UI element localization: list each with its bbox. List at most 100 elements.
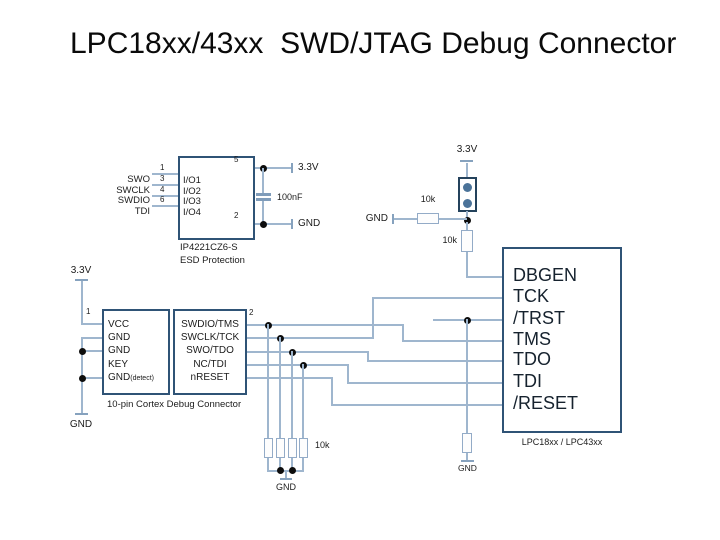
esd-io1-label: I/O1 <box>183 175 201 186</box>
pulldown-gnd-label: GND <box>276 482 296 492</box>
connector-pin-swclk-tck: SWCLK/TCK <box>180 332 240 343</box>
resistor-vertical <box>288 438 297 458</box>
chip-box <box>502 247 622 433</box>
connector-pin-swo-tdo: SWO/TDO <box>186 345 234 356</box>
connector-pin-nc-tdi: NC/TDI <box>193 359 227 370</box>
jumper-out-wire <box>466 211 468 219</box>
gnd-tick <box>461 460 474 462</box>
connector-pin-nreset: nRESET <box>190 372 230 383</box>
connector-pin-vcc: VCC <box>108 319 130 330</box>
esd-pin3-number: 3 <box>160 174 165 183</box>
connector-pin2-number: 2 <box>249 308 254 317</box>
connector-gnd-label: GND <box>69 419 93 430</box>
wire-swdio-tms <box>247 324 404 326</box>
net-label-swo: SWO <box>127 174 150 185</box>
esd-io4-label: I/O4 <box>183 207 201 218</box>
wire-nreset <box>331 404 504 406</box>
gnd-tick <box>392 214 394 224</box>
connector-pin-swdio-tms: SWDIO/TMS <box>181 319 239 330</box>
cap-wire-top <box>262 168 264 194</box>
esd-vcc-label: 3.3V <box>298 162 319 173</box>
chip-pin-reset: /RESET <box>513 393 579 413</box>
wire-swo-tdo <box>367 351 369 362</box>
esd-pin4-number: 4 <box>160 185 165 194</box>
jumper-vcc-wire <box>466 163 468 177</box>
esd-subtitle: ESD Protection <box>180 255 245 266</box>
wire-swo-tdo <box>367 360 504 362</box>
wire <box>439 218 467 220</box>
wire-swclk-tck <box>247 337 374 339</box>
resistor-vertical <box>276 438 285 458</box>
esd-io2-label: I/O2 <box>183 186 201 197</box>
pullup-gnd-label: GND <box>365 213 388 224</box>
esd-pin3-stub <box>152 184 178 186</box>
net-label-swdio: SWDIO <box>117 195 150 206</box>
esd-pin6-number: 6 <box>160 195 165 204</box>
junction-dot <box>260 221 267 228</box>
esd-vcc-wire <box>255 167 292 169</box>
resistor-vertical <box>461 230 473 252</box>
wire-trst-pulldown <box>466 319 468 433</box>
wire-swclk-tck <box>372 297 374 339</box>
esd-gnd-label: GND <box>298 218 321 229</box>
dbgen-wire-v <box>466 252 468 278</box>
connector-caption: 10-pin Cortex Debug Connector <box>107 399 242 410</box>
chip-caption: LPC18xx / LPC43xx <box>521 437 603 447</box>
resistor-horizontal <box>417 213 439 224</box>
junction-dot <box>79 348 86 355</box>
esd-pin5-number: 5 <box>234 155 239 164</box>
esd-io3-label: I/O3 <box>183 196 201 207</box>
resistor-vertical <box>299 438 308 458</box>
resistor-value: 10k <box>420 194 436 204</box>
pulldown-wire <box>267 324 269 438</box>
esd-pin4-stub <box>152 195 178 197</box>
junction-dot <box>464 217 471 224</box>
chip-pin-tms: TMS <box>513 329 551 349</box>
wire <box>279 458 281 472</box>
esd-gnd-wire <box>255 223 292 225</box>
chip-pin-tdi: TDI <box>513 371 542 391</box>
chip-pin-dbgen: DBGEN <box>513 265 578 285</box>
esd-pin1-number: 1 <box>160 163 165 172</box>
gnd-stem <box>285 471 287 479</box>
connector-right-cell <box>173 309 247 395</box>
esd-box <box>178 156 255 240</box>
esd-part-number: IP4221CZ6-S <box>180 242 238 253</box>
junction-dot <box>79 375 86 382</box>
connector-pin-key: KEY <box>108 359 129 370</box>
gnd-pin-wire <box>81 350 102 352</box>
junction-dot <box>289 467 296 474</box>
wire-swdio-tms <box>402 340 504 342</box>
jumper-vcc-label: 3.3V <box>456 144 478 155</box>
jumper-pin <box>463 199 472 208</box>
chip-pin-tdo: TDO <box>513 349 551 369</box>
trst-gnd-label: GND <box>458 463 477 473</box>
wire <box>466 222 468 230</box>
wire-nc-tdi <box>347 364 349 384</box>
pulldown-wire <box>302 364 304 438</box>
wire-nc-tdi <box>347 382 504 384</box>
wire-swclk-tck <box>372 297 504 299</box>
wire <box>466 453 468 461</box>
vcc-tick <box>291 163 293 173</box>
wire-nreset <box>247 377 333 379</box>
connector-pin-gnd: GND <box>108 345 131 356</box>
wire <box>302 458 304 472</box>
gnd-tick <box>75 413 88 415</box>
gnd-tick <box>280 478 292 480</box>
resistor-vertical <box>462 433 472 453</box>
vcc-tick <box>75 279 88 281</box>
wire <box>291 458 293 472</box>
connector-pin-gnd: GND <box>108 332 131 343</box>
net-label-tdi: TDI <box>134 206 150 217</box>
connector-pin-gnd-detect: GND(detect) <box>108 372 154 383</box>
capacitor-value: 100nF <box>277 192 303 202</box>
connector-left-cell <box>102 309 170 395</box>
wire-nc-tdi <box>247 364 349 366</box>
net-label-swclk: SWCLK <box>116 185 150 196</box>
dbgen-wire-h <box>466 276 504 278</box>
gnd-tick <box>291 219 293 229</box>
vcc-tick <box>460 160 473 162</box>
wire-nreset <box>331 377 333 406</box>
